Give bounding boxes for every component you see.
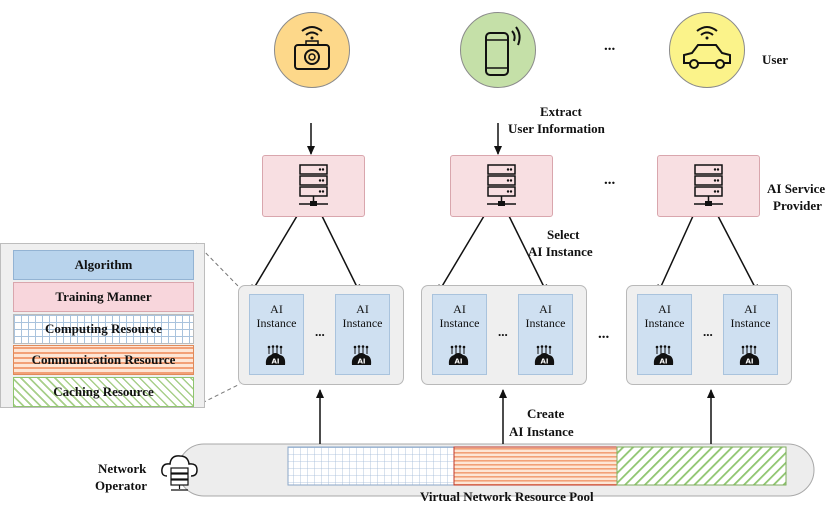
cloud-server-icon xyxy=(161,455,198,491)
camera-icon xyxy=(294,26,330,70)
svg-text:AI: AI xyxy=(454,358,462,366)
svg-text:AI: AI xyxy=(659,358,667,366)
instance-ellipsis: ... xyxy=(315,324,325,339)
server-icon xyxy=(694,164,723,206)
smartphone-icon xyxy=(485,26,521,76)
ai-chip-icon: AI xyxy=(739,345,760,366)
ai-instance-label: AI Instance xyxy=(256,302,297,330)
label-extract: Extract xyxy=(540,104,582,119)
label-ai-service: AI Service xyxy=(767,181,826,196)
ai-instance-box: AI Instance AI xyxy=(335,294,390,375)
arrow-server2-to-instance-a xyxy=(437,215,485,294)
label-create: Create xyxy=(527,406,565,421)
pool-computing-segment xyxy=(287,446,455,486)
ai-chip-icon: AI xyxy=(448,345,469,366)
svg-text:AI: AI xyxy=(540,358,548,366)
label-user-information: User Information xyxy=(508,121,605,136)
ai-instance-label: AI Instance xyxy=(644,302,685,330)
label-select: Select xyxy=(547,227,580,242)
ai-instance-group-2: AI Instance AI ... AI Instance AI xyxy=(421,285,587,385)
ai-chip-icon: AI xyxy=(534,345,555,366)
legend-training-manner: Training Manner xyxy=(13,282,194,312)
label-provider: Provider xyxy=(773,198,822,213)
ai-instance-label: AI Instance xyxy=(730,302,771,330)
ellipsis-providers: ... xyxy=(604,172,616,188)
label-user: User xyxy=(762,52,788,67)
server-icon xyxy=(299,164,328,206)
ai-instance-label: AI Instance xyxy=(439,302,480,330)
ai-instance-legend: Algorithm Training Manner Computing Reso… xyxy=(0,243,205,408)
ellipsis-users: ... xyxy=(604,38,616,54)
svg-text:AI: AI xyxy=(745,358,753,366)
ai-service-provider-3 xyxy=(657,155,760,217)
svg-text:AI: AI xyxy=(271,358,279,366)
ai-service-provider-2 xyxy=(450,155,553,217)
server-icon xyxy=(487,164,516,206)
ai-instance-box: AI Instance AI xyxy=(723,294,778,375)
arrow-server2-to-instance-b xyxy=(508,215,548,294)
label-network: Network xyxy=(98,461,147,476)
arrow-server1-to-instance-b xyxy=(321,215,361,294)
instance-ellipsis: ... xyxy=(703,324,713,339)
smartphone-device xyxy=(460,12,536,88)
ai-chip-icon: AI xyxy=(653,345,674,366)
arrow-server3-to-instance-a xyxy=(657,215,694,294)
instance-ellipsis: ... xyxy=(498,324,508,339)
ai-chip-icon: AI xyxy=(351,345,372,366)
label-create-ai-instance: AI Instance xyxy=(509,424,574,439)
ai-instance-box: AI Instance AI xyxy=(518,294,573,375)
legend-algorithm: Algorithm xyxy=(13,250,194,280)
arrow-server1-to-instance-a xyxy=(250,215,298,294)
ellipsis-groups: ... xyxy=(598,326,610,342)
ai-chip-icon: AI xyxy=(265,345,286,366)
legend-computing-resource: Computing Resource xyxy=(13,314,194,344)
arrow-server3-to-instance-b xyxy=(717,215,759,294)
ai-instance-box: AI Instance AI xyxy=(432,294,487,375)
label-operator: Operator xyxy=(95,478,147,493)
ai-instance-group-1: AI Instance AI ... AI Instance AI xyxy=(238,285,404,385)
legend-caching-resource: Caching Resource xyxy=(13,377,194,407)
ai-instance-group-3: AI Instance AI ... AI Instance AI xyxy=(626,285,792,385)
camera-device xyxy=(274,12,350,88)
ai-instance-label: AI Instance xyxy=(525,302,566,330)
label-select-ai-instance: AI Instance xyxy=(528,244,593,259)
ai-instance-box: AI Instance AI xyxy=(249,294,304,375)
label-resource-pool: Virtual Network Resource Pool xyxy=(420,489,594,504)
car-device xyxy=(669,12,745,88)
pool-communication-segment xyxy=(453,446,618,486)
car-icon xyxy=(683,26,731,69)
svg-text:AI: AI xyxy=(357,358,365,366)
ai-service-provider-1 xyxy=(262,155,365,217)
legend-communication-resource: Communication Resource xyxy=(13,345,194,375)
ai-instance-label: AI Instance xyxy=(342,302,383,330)
pool-caching-segment xyxy=(616,446,787,486)
ai-instance-box: AI Instance AI xyxy=(637,294,692,375)
